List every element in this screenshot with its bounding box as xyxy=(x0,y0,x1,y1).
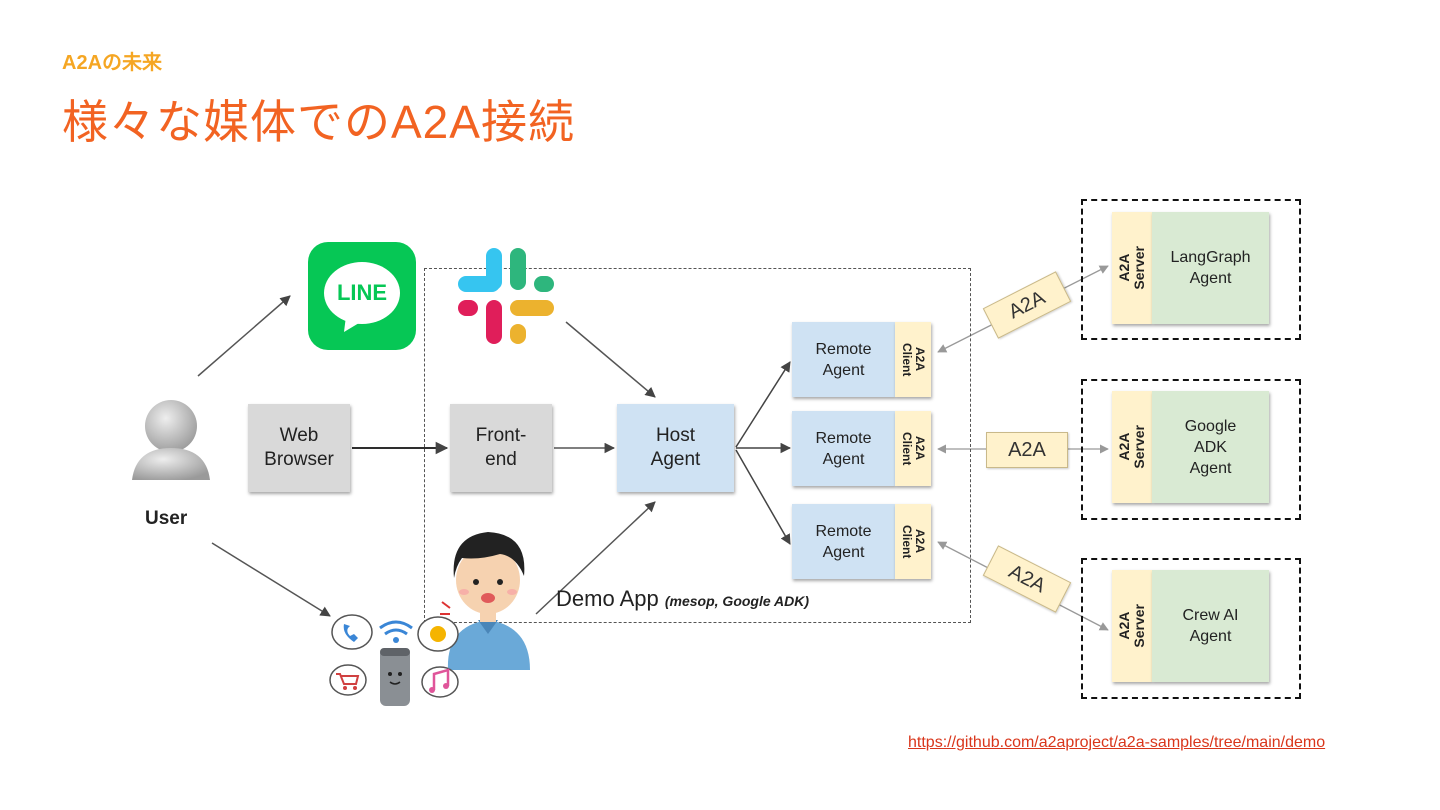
a2a-client-3-line-2: Client xyxy=(900,524,914,559)
arrow-user-to-line xyxy=(197,295,291,377)
remote-agent-1-line-2: Agent xyxy=(822,361,865,379)
arrow-host-to-remote-1 xyxy=(735,361,791,448)
google-adk-agent-line-1: Google xyxy=(1184,417,1237,435)
page-title: 様々な媒体でのA2A接続 xyxy=(62,96,575,148)
wifi-icon xyxy=(379,620,413,630)
arrow-person-to-host xyxy=(535,501,656,615)
remote-agent-2-line-2: Agent xyxy=(822,450,865,468)
crew-ai-agent-box: Crew AI Agent xyxy=(1152,570,1269,682)
web-browser-line-2: Browser xyxy=(264,449,334,470)
arrow-slack-to-host xyxy=(565,321,656,398)
remote-agent-3-line-1: Remote xyxy=(815,522,872,540)
sun-icon xyxy=(430,626,446,642)
music-icon xyxy=(432,668,450,690)
person-illustration-icon xyxy=(440,532,530,670)
host-agent-line-1: Host xyxy=(655,425,696,446)
cart-icon xyxy=(336,673,360,685)
remote-agent-3-line-2: Agent xyxy=(822,543,865,561)
line-bubble-icon xyxy=(324,262,400,332)
a2a-client-1-line-2: Client xyxy=(900,342,914,377)
langgraph-agent-line-1: LangGraph xyxy=(1170,249,1251,266)
frontend-line-1: Front- xyxy=(475,425,527,446)
frontend-box: Front-end xyxy=(450,404,552,492)
a2a-server-2-line-1: A2A xyxy=(1116,433,1132,462)
server-container-2 xyxy=(1081,379,1301,520)
a2a-client-2-line-1: A2A xyxy=(913,436,927,461)
remote-agent-2-line-1: Remote xyxy=(815,429,872,447)
langgraph-agent-line-2: Agent xyxy=(1189,270,1232,287)
server-container-3 xyxy=(1081,558,1301,699)
a2a-server-3-line-2: Server xyxy=(1131,604,1147,648)
a2a-client-2-line-2: Client xyxy=(900,431,914,466)
arrow-host-to-remote-3 xyxy=(735,449,791,545)
crew-ai-agent-line-2: Agent xyxy=(1189,628,1232,645)
demo-app-label: Demo App (mesop, Google ADK) xyxy=(556,586,809,612)
arrow-user-to-speaker xyxy=(211,542,331,617)
phone-icon xyxy=(343,624,358,642)
a2a-server-2-line-2: Server xyxy=(1131,425,1147,469)
smart-speaker-illustration-icon xyxy=(329,614,459,706)
demo-app-sublabel: (mesop, Google ADK) xyxy=(664,593,810,609)
section-subtitle: A2Aの未来 xyxy=(62,52,163,74)
demo-app-container xyxy=(424,268,971,623)
remote-agent-1-line-1: Remote xyxy=(815,340,872,358)
source-link[interactable]: https://github.com/a2aproject/a2a-sample… xyxy=(908,734,1326,751)
user-avatar-icon xyxy=(132,400,210,480)
a2a-client-3-line-1: A2A xyxy=(913,529,927,554)
a2a-server-1-line-2: Server xyxy=(1131,246,1147,290)
a2a-tag-2: A2A xyxy=(986,432,1068,468)
slack-logo-icon xyxy=(458,248,554,344)
a2a-client-1-line-1: A2A xyxy=(913,347,927,372)
line-logo-text: LINE xyxy=(336,280,388,305)
google-adk-agent-line-3: Agent xyxy=(1189,459,1232,477)
a2a-server-3-line-1: A2A xyxy=(1116,612,1132,641)
web-browser-line-1: Web xyxy=(279,425,319,446)
frontend-line-2: end xyxy=(485,449,517,470)
a2a-server-1-line-1: A2A xyxy=(1116,254,1132,283)
user-label: User xyxy=(145,508,188,529)
demo-app-title: Demo App xyxy=(556,586,659,611)
crew-ai-agent-line-1: Crew AI xyxy=(1182,607,1239,624)
line-logo: LINE xyxy=(308,242,416,350)
host-agent-line-2: Agent xyxy=(650,449,701,470)
server-container-1 xyxy=(1081,199,1301,340)
google-adk-agent-line-2: ADK xyxy=(1194,438,1227,456)
